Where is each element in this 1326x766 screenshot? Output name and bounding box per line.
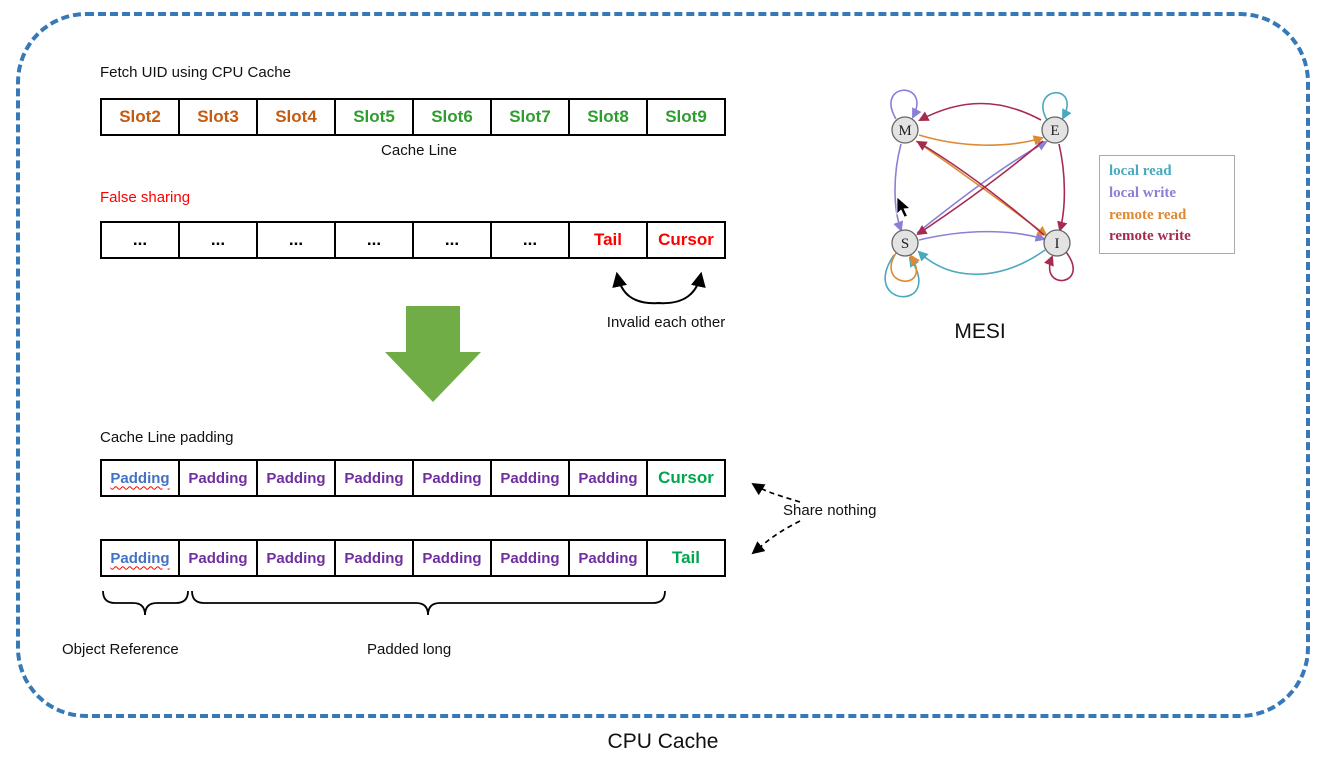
padding-cell: Padding — [334, 459, 414, 497]
legend-item-remote-write: remote write — [1109, 228, 1191, 245]
padding-cell: Padding — [490, 539, 570, 577]
padded-row-cursor: Padding Padding Padding Padding Padding … — [100, 459, 726, 497]
padding-cell: Padding — [490, 459, 570, 497]
mesi-edge-remote-read — [918, 134, 1044, 146]
mesi-edge-local-read — [1042, 91, 1072, 121]
padding-cell: Padding — [100, 459, 180, 497]
svg-text:S: S — [901, 236, 909, 252]
mesi-edge-remote-write — [1057, 143, 1068, 233]
legend-item-remote-read: remote read — [1109, 206, 1187, 223]
mesi-state-diagram: M E S I — [884, 89, 1074, 298]
cache-cell: ... — [178, 221, 258, 259]
mesi-node-I: I — [1043, 229, 1071, 257]
slot-cell: Slot2 — [100, 98, 180, 136]
invalid-each-other-label: Invalid each other — [606, 314, 726, 331]
svg-text:E: E — [1050, 123, 1059, 139]
padding-cell: Padding — [178, 459, 258, 497]
cursor-cell: Cursor — [646, 459, 726, 497]
padded-row-tail: Padding Padding Padding Padding Padding … — [100, 539, 726, 577]
mesi-edge-remote-write — [916, 140, 1044, 236]
mesi-edge-remote-write — [916, 140, 1045, 236]
mouse-cursor-icon — [896, 196, 912, 218]
padding-cell: Padding — [334, 539, 414, 577]
tail-cell: Tail — [646, 539, 726, 577]
tail-cell: Tail — [568, 221, 648, 259]
cache-cell: ... — [334, 221, 414, 259]
padding-cell: Padding — [412, 459, 492, 497]
mesi-node-E: E — [1041, 116, 1069, 144]
slot-cell: Slot7 — [490, 98, 570, 136]
false-sharing-heading: False sharing — [100, 189, 191, 206]
slot-cell: Slot5 — [334, 98, 414, 136]
slot-cell: Slot9 — [646, 98, 726, 136]
mesi-edge-remote-read — [890, 252, 920, 282]
mesi-edge-remote-write — [918, 102, 1042, 121]
legend-item-local-write: local write — [1109, 184, 1177, 201]
cache-line-padding-heading: Cache Line padding — [100, 429, 234, 446]
mesi-edge-local-read — [884, 254, 920, 298]
share-nothing-label: Share nothing — [783, 502, 877, 519]
slot-cell: Slot6 — [412, 98, 492, 136]
mesi-edge-remote-write — [1044, 251, 1074, 282]
padded-long-label: Padded long — [367, 641, 452, 658]
cpu-cache-title: CPU Cache — [607, 730, 719, 753]
mesi-title: MESI — [954, 320, 1006, 343]
padding-cell: Padding — [178, 539, 258, 577]
mesi-legend: local read local write remote read remot… — [1099, 155, 1235, 254]
mesi-node-M: M — [891, 116, 919, 144]
svg-text:I: I — [1055, 236, 1060, 252]
padding-cell: Padding — [256, 459, 336, 497]
slot-cell: Slot8 — [568, 98, 648, 136]
padding-cell: Padding — [568, 539, 648, 577]
cache-cell: ... — [100, 221, 180, 259]
mesi-edge-local-write — [918, 230, 1046, 242]
padding-cell: Padding — [100, 539, 180, 577]
cache-cell: ... — [412, 221, 492, 259]
slot-cell: Slot3 — [178, 98, 258, 136]
legend-item-local-read: local read — [1109, 163, 1172, 179]
fetch-heading: Fetch UID using CPU Cache — [100, 64, 291, 81]
slot-row: Slot2 Slot3 Slot4 Slot5 Slot6 Slot7 Slot… — [100, 98, 726, 136]
mesi-edge-local-write — [890, 89, 922, 120]
false-sharing-row: ... ... ... ... ... ... Tail Cursor — [100, 221, 726, 259]
mesi-edge-local-write — [893, 143, 904, 232]
cpu-cache-boundary — [16, 12, 1310, 718]
svg-text:M: M — [898, 123, 911, 139]
cache-cell: ... — [256, 221, 336, 259]
padding-cell: Padding — [568, 459, 648, 497]
object-reference-label: Object Reference — [62, 641, 179, 658]
slot-cell: Slot4 — [256, 98, 336, 136]
cursor-cell: Cursor — [646, 221, 726, 259]
mesi-edge-local-read — [917, 249, 1046, 275]
padding-cell: Padding — [256, 539, 336, 577]
mesi-node-S: S — [891, 229, 919, 257]
cache-cell: ... — [490, 221, 570, 259]
padding-cell: Padding — [412, 539, 492, 577]
cache-line-caption: Cache Line — [381, 142, 457, 159]
